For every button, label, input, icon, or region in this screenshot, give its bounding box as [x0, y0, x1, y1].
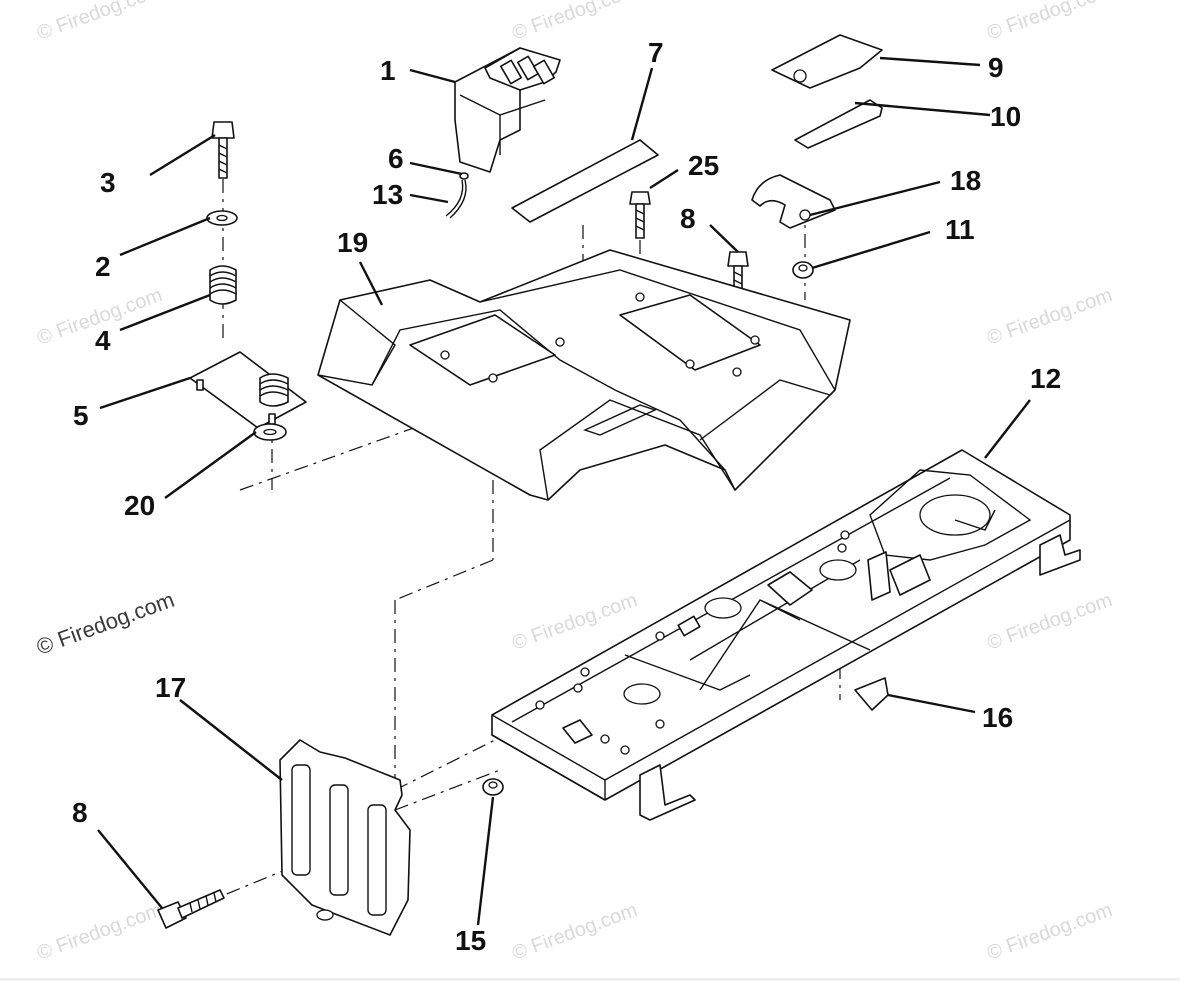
fender-pan	[317, 249, 851, 501]
nut	[482, 778, 504, 796]
bolt	[211, 121, 235, 179]
battery-box	[454, 47, 561, 173]
callout-5: 5	[73, 400, 89, 431]
callout-8: 8	[680, 203, 696, 234]
bolt	[157, 889, 225, 929]
watermark: © Firedog.com	[509, 0, 640, 45]
bolt	[629, 191, 651, 239]
mounting-plate	[279, 739, 411, 936]
callout-3: 3	[100, 167, 116, 198]
watermark: © Firedog.com	[984, 284, 1115, 350]
watermark: © Firedog.com	[34, 0, 165, 45]
seat-bracket	[189, 351, 307, 429]
callout-17: 17	[155, 672, 186, 703]
callout-8: 8	[72, 797, 88, 828]
bracket	[794, 99, 883, 149]
callout-20: 20	[124, 490, 155, 521]
callout-25: 25	[688, 150, 719, 181]
washer	[206, 210, 238, 226]
nut	[792, 261, 814, 279]
watermark: © Firedog.com	[33, 587, 177, 660]
callout-12: 12	[1030, 363, 1061, 394]
callout-16: 16	[982, 702, 1013, 733]
callout-9: 9	[988, 52, 1004, 83]
callout-4: 4	[95, 325, 111, 356]
leader-lines	[97, 56, 1031, 926]
watermark: © Firedog.com	[984, 0, 1115, 45]
plate	[771, 34, 883, 89]
callout-10: 10	[990, 101, 1021, 132]
watermark: © Firedog.com	[509, 899, 640, 965]
frame	[491, 449, 1081, 821]
callouts: 1 2 3 4 5 6 7 8 8 9 10 11 12 13 15 16 17…	[72, 37, 1061, 956]
spring	[209, 265, 237, 305]
washer	[253, 423, 287, 441]
hose	[445, 172, 469, 219]
watermark: © Firedog.com	[34, 899, 165, 965]
bottom-edge	[0, 978, 1180, 981]
callout-15: 15	[455, 925, 486, 956]
watermark: © Firedog.com	[984, 589, 1115, 655]
callout-1: 1	[380, 55, 396, 86]
callout-18: 18	[950, 165, 981, 196]
callout-11: 11	[945, 214, 975, 245]
clamp	[751, 174, 836, 229]
callout-13: 13	[372, 179, 403, 210]
callout-6: 6	[388, 143, 404, 174]
callout-2: 2	[95, 251, 111, 282]
callout-19: 19	[337, 227, 368, 258]
battery-pad	[511, 139, 659, 223]
callout-7: 7	[648, 37, 664, 68]
angle-bracket	[854, 677, 889, 711]
watermark: © Firedog.com	[984, 899, 1115, 965]
